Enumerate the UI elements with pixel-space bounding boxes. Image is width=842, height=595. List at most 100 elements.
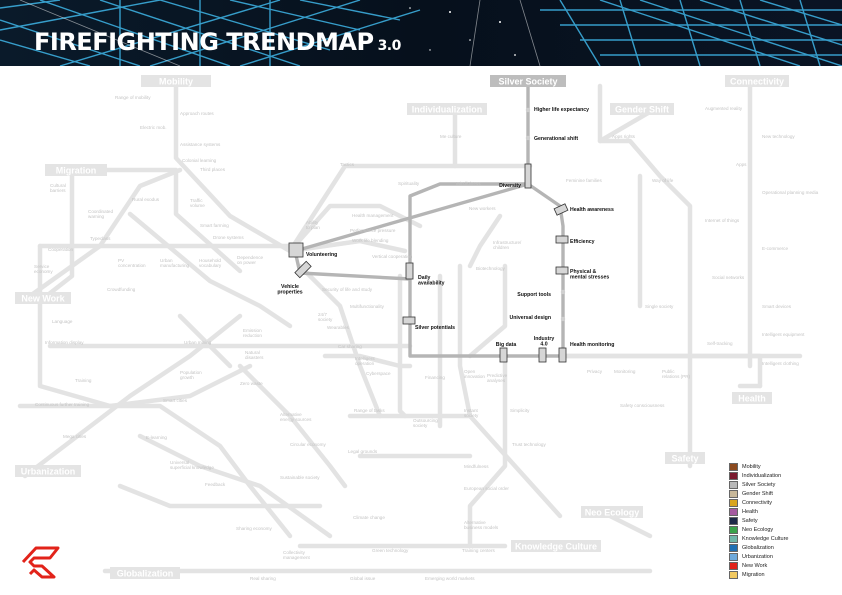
station-marker	[553, 203, 569, 216]
megatrend-box	[665, 452, 705, 464]
station-spirituality: Spirituality	[398, 181, 420, 186]
station-sustainable-society: Sustainable society	[280, 475, 320, 480]
station-dot	[525, 107, 531, 113]
station-me-culture: Me culture	[440, 134, 462, 139]
megatrend-individualization: Individualization	[412, 105, 483, 115]
legend-label: Safety	[742, 517, 758, 524]
station-zero-waste: Zero waste	[240, 381, 263, 386]
station-electric-mob: Electric mob.	[140, 125, 167, 130]
station-climate-change: Climate change	[353, 515, 385, 520]
station-diversity: Diversity	[499, 183, 521, 189]
station-e-learning: E-learning	[146, 435, 167, 440]
station-emerging-world-markets: Emerging world markets	[425, 576, 475, 581]
legend-swatch	[729, 552, 738, 561]
station-smart-devices: Smart devices	[762, 304, 792, 309]
station-vertical-cooperation: Vertical cooperation	[372, 254, 413, 259]
station-marker	[405, 262, 414, 280]
station-health-management: Health management	[352, 213, 394, 218]
station-performance-pressure: Performance pressure	[350, 228, 396, 233]
station-training: Training	[75, 378, 92, 383]
station-security-of-life: Security of life and study	[322, 287, 373, 292]
station-training-centers: Training centers	[462, 548, 495, 553]
legend-item: Migration	[729, 570, 829, 579]
megatrend-silver-society: Silver Society	[498, 77, 557, 87]
legend-label: Neo Ecology	[742, 526, 774, 533]
station-feminine-families: Feminine families	[566, 178, 602, 183]
legend-swatch	[729, 561, 738, 570]
station-sharing-economy: Sharing economy	[236, 526, 272, 531]
legend-swatch	[729, 516, 738, 525]
station-infrastructure-children: Infrastructure/children	[493, 240, 522, 250]
megatrend-box	[490, 75, 566, 87]
megatrend-migration: Migration	[56, 166, 97, 176]
station-augmented-reality: Augmented reality	[705, 106, 743, 111]
brand-logo	[21, 546, 60, 579]
megatrend-safety: Safety	[671, 454, 698, 464]
station-marker	[294, 260, 312, 279]
megatrend-box	[732, 392, 772, 404]
legend-item: Safety	[729, 516, 829, 525]
station-mega-cities: Mega cities	[63, 434, 87, 439]
station-urban-mining: Urban mining	[184, 340, 212, 345]
station-smart-farming: Smart farming	[200, 223, 229, 228]
station-monitoring: Monitoring	[614, 369, 636, 374]
legend-swatch	[729, 534, 738, 543]
legend-label: New Work	[742, 562, 768, 569]
megatrend-box	[45, 164, 107, 176]
station-continuous-further-training: Continuous further training	[35, 402, 90, 407]
station-rural-exodus: Rural exodus	[132, 197, 160, 202]
legend-item: Connectivity	[729, 498, 829, 507]
station-language: Language	[52, 319, 73, 324]
station-mindfulness: Mindfulness	[456, 181, 481, 186]
station-universal-design: Universal design	[509, 315, 551, 321]
station-safety-consciousness: Safety consciousness	[620, 403, 665, 408]
station-approach-routes: Approach routes	[180, 111, 214, 116]
station-single-society: Single society	[645, 304, 674, 309]
station-marker	[538, 347, 547, 363]
legend-swatch	[729, 471, 738, 480]
megatrend-urbanization: Urbanization	[21, 467, 76, 477]
legend-item: Silver Society	[729, 480, 829, 489]
station-intelligent-equipment: Intelligent equipment	[762, 332, 805, 337]
legend-label: Connectivity	[742, 499, 772, 506]
legend-item: Health	[729, 507, 829, 516]
station-e-commerce: E-commerce	[762, 246, 788, 251]
legend-label: Individualization	[742, 472, 782, 479]
station-circular-economy: Circular economy	[290, 442, 326, 447]
station-drone-systems: Drone systems	[213, 235, 244, 240]
legend-swatch	[729, 570, 738, 579]
station-wearables: Wearables	[327, 325, 350, 330]
legend-label: Migration	[742, 571, 765, 578]
station-marker	[558, 347, 567, 363]
legend-swatch	[729, 525, 738, 534]
legend-item: Individualization	[729, 471, 829, 480]
station-privacy: Privacy	[587, 369, 603, 374]
legend-item: New Work	[729, 561, 829, 570]
megatrend-box	[581, 506, 643, 518]
megatrend-connectivity: Connectivity	[730, 77, 784, 87]
station-assistance-systems: Assistance systems	[180, 142, 221, 147]
station-crowdfunding: Crowdfunding	[107, 287, 136, 292]
station-dot	[560, 289, 566, 295]
station-efficiency: Efficiency	[570, 239, 595, 245]
station-work-life-blending: Work life blending	[352, 238, 389, 243]
megatrend-mobility: Mobility	[159, 77, 193, 87]
station-support-tools: Support tools	[517, 292, 551, 298]
station-trust-technology: Trust technology	[512, 442, 546, 447]
